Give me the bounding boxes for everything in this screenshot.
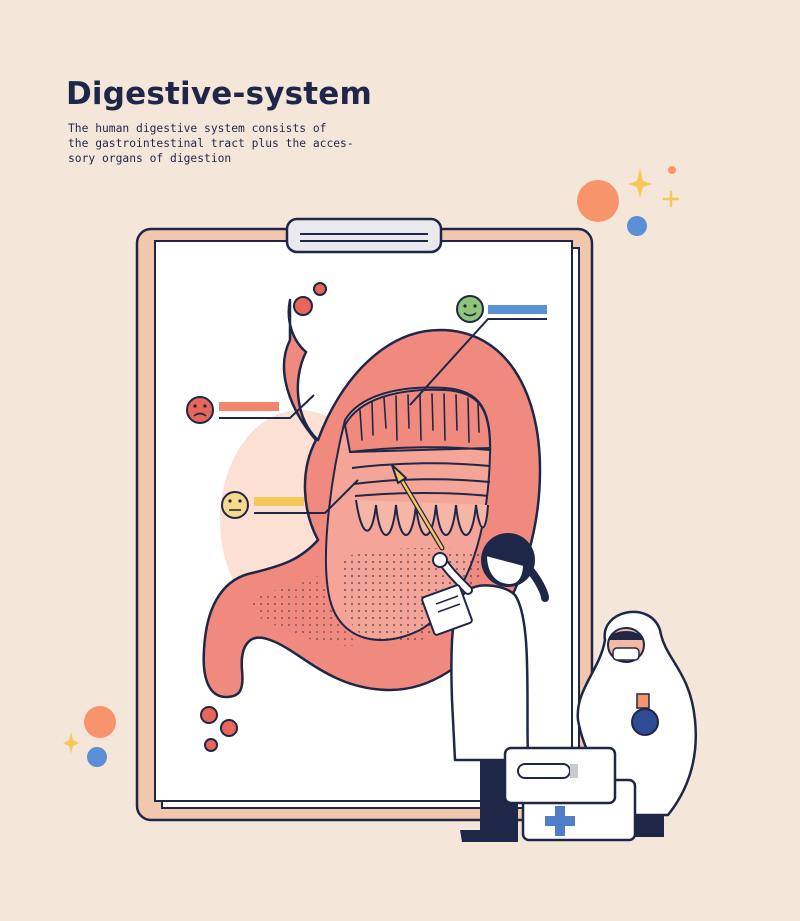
page-description: The human digestive system consists of t… xyxy=(68,121,358,166)
sad-face-icon xyxy=(186,396,214,424)
first-aid-kit xyxy=(503,746,637,842)
label-bar-blue xyxy=(488,305,547,314)
label-neutral xyxy=(221,479,359,519)
decor-bottom-left xyxy=(63,706,116,767)
muscle-fibers xyxy=(359,393,480,443)
label-happy xyxy=(409,295,547,406)
potion-bottle-icon xyxy=(631,693,659,736)
description-line: the gastrointestinal tract plus the acce… xyxy=(68,137,354,150)
description-line: The human digestive system consists of xyxy=(68,122,327,135)
label-sad xyxy=(186,394,315,424)
label-bar-yellow xyxy=(254,497,304,506)
neutral-face-icon xyxy=(221,491,249,519)
medical-cross-icon xyxy=(545,806,575,836)
description-line: sory organs of digestion xyxy=(68,152,232,165)
decor-top-right xyxy=(577,166,680,236)
label-bar-orange xyxy=(219,402,279,411)
happy-face-icon xyxy=(456,295,484,323)
pointer xyxy=(391,464,445,551)
clipboard-small-icon xyxy=(421,584,473,636)
bubbles xyxy=(200,282,327,752)
page-title: Digestive-system xyxy=(66,76,373,112)
